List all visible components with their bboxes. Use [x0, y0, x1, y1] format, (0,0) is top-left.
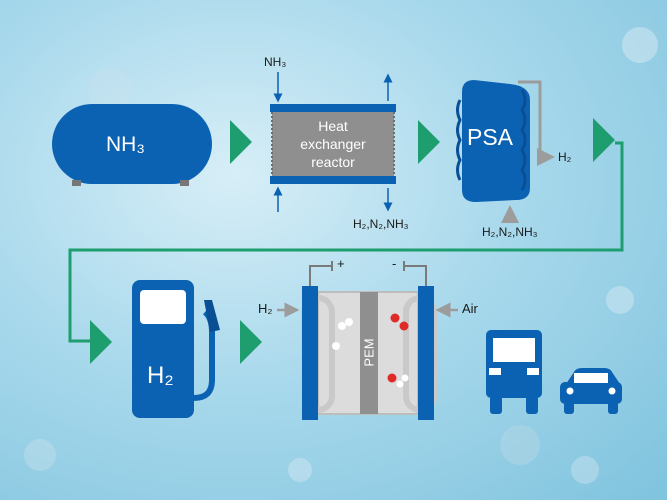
fuel-cell-air-label: Air: [462, 301, 478, 316]
psa-output-label: H₂: [558, 150, 572, 164]
flow-arrow-4: [90, 320, 112, 364]
pem-label: PEM: [361, 338, 377, 367]
background-molecules: [24, 27, 658, 484]
reactor-label: Heat exchanger reactor: [272, 117, 394, 171]
heat-exchanger-reactor: [270, 72, 396, 212]
psa-label: PSA: [467, 124, 514, 150]
molecules: [332, 313, 409, 388]
flow-arrow-1: [230, 120, 252, 164]
fuel-cell-plus-label: +: [337, 256, 345, 271]
flow-line: [68, 141, 624, 343]
reactor-label-line-2: exchanger: [300, 136, 366, 152]
fuel-cell-minus-label: -: [392, 256, 397, 271]
car-icon: [560, 368, 622, 414]
psa-unit: [456, 80, 555, 223]
flow-arrow-2: [418, 120, 440, 164]
nozzle-icon: [204, 300, 220, 332]
pem-fuel-cell: [277, 261, 458, 420]
flow-arrow-3: [593, 118, 615, 162]
reactor-output-label: H₂,N₂,NH₃: [353, 217, 409, 231]
fuel-cell-h2-label: H₂: [258, 301, 273, 316]
truck-icon: [486, 330, 542, 414]
tank-label: NH₃: [106, 133, 145, 156]
ammonia-tank: [52, 104, 212, 186]
psa-bottom-label: H₂,N₂,NH₃: [482, 225, 538, 239]
fuel-pump-icon: [132, 280, 220, 418]
dispenser-label: H₂: [147, 362, 174, 389]
reactor-label-line-1: Heat: [318, 118, 348, 134]
reactor-input-label: NH₃: [264, 55, 287, 69]
flow-arrow-5: [240, 320, 262, 364]
reactor-label-line-3: reactor: [311, 154, 355, 170]
